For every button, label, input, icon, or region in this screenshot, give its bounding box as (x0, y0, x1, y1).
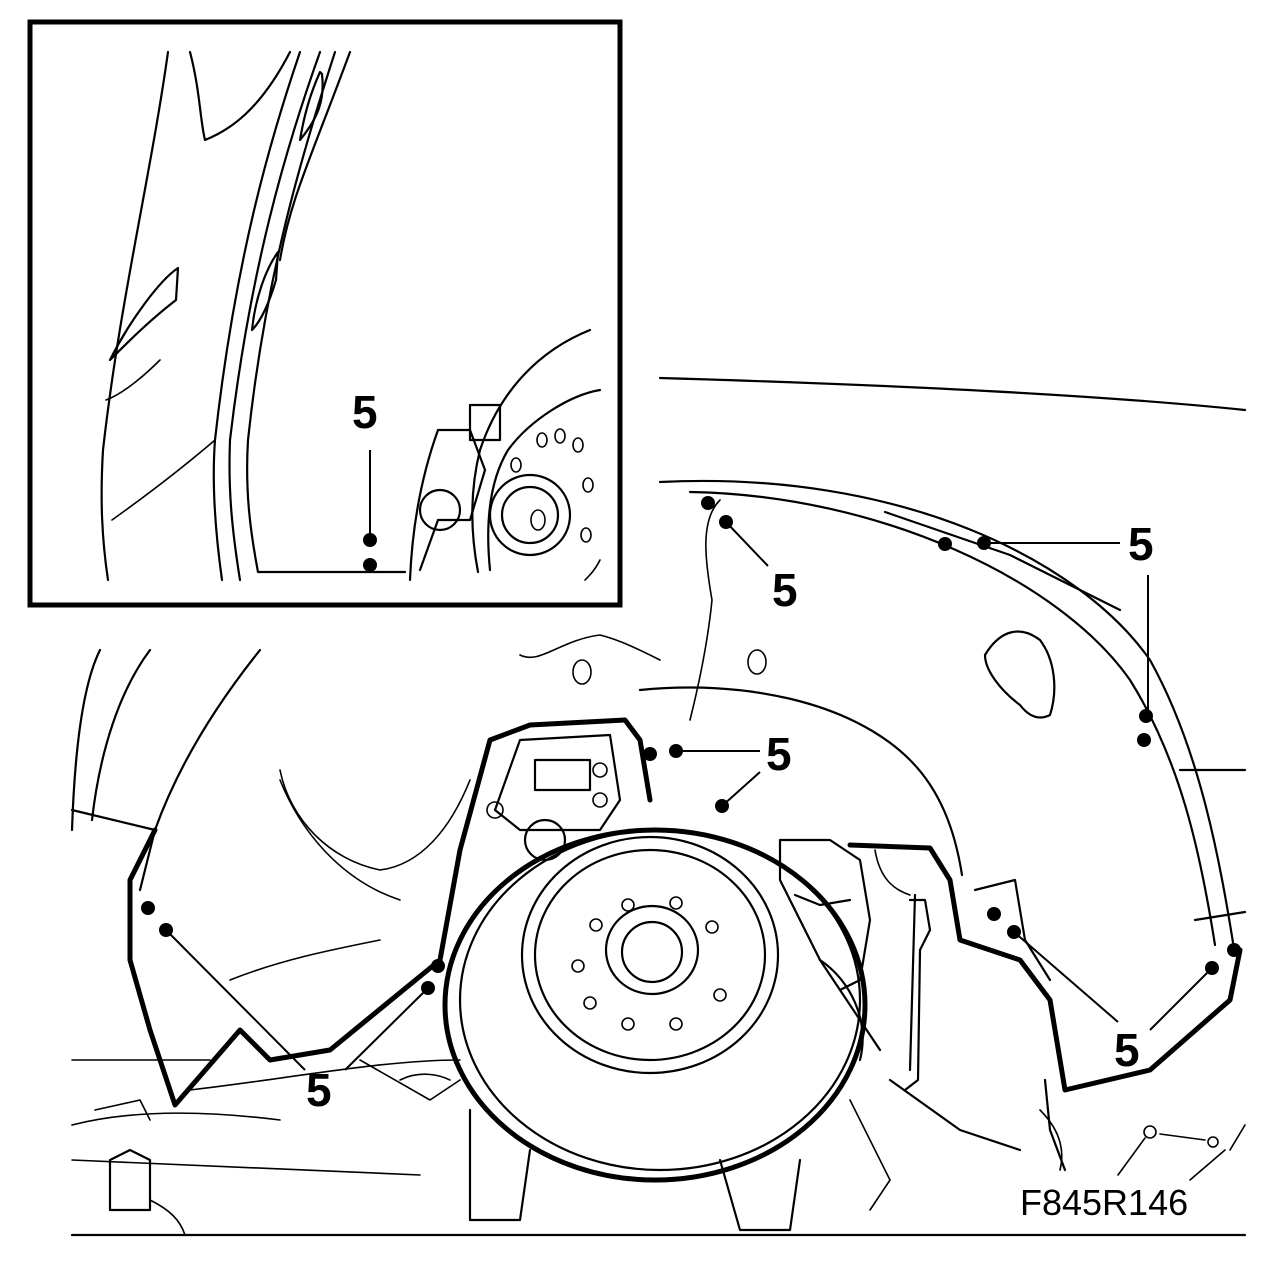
figure-reference: F845R146 (1020, 1182, 1188, 1223)
callout-label-bottom-right: 5 (1114, 1024, 1140, 1076)
callout-label-top-right: 5 (1128, 518, 1154, 570)
main-drawing: 5 5 5 5 5 (70, 376, 1247, 1237)
callout-label-inset: 5 (352, 386, 378, 438)
callout-label-top-left: 5 (772, 564, 798, 616)
inset-detail: 5 (27, 19, 623, 608)
callout-label-bottom-left: 5 (306, 1064, 332, 1116)
callout-label-middle: 5 (766, 728, 792, 780)
